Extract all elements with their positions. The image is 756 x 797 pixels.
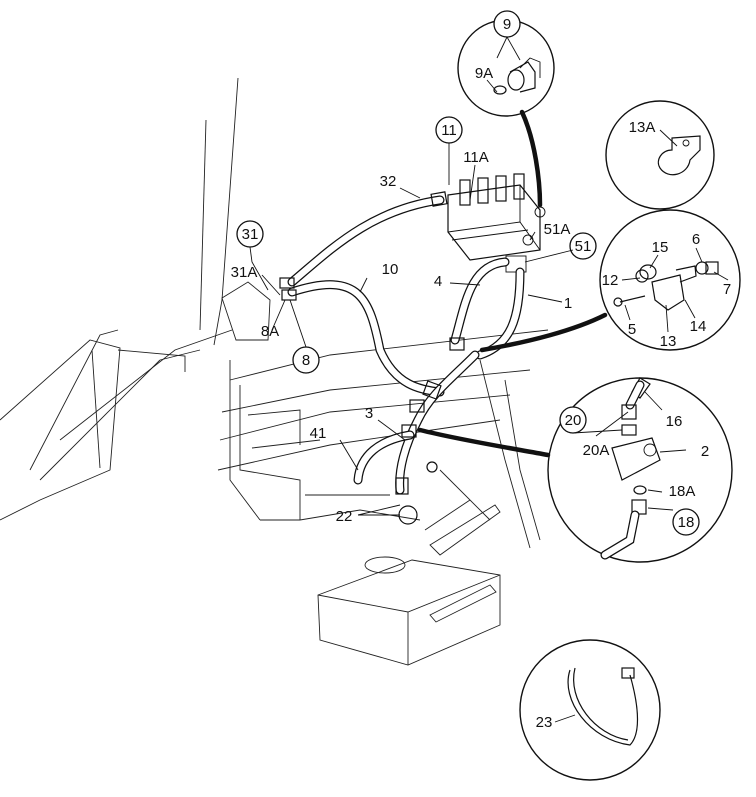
callout-20a: 20A — [583, 442, 610, 459]
callout-7: 7 — [723, 281, 731, 298]
machine-outline — [0, 77, 549, 666]
leader-lines — [417, 109, 608, 458]
hoses — [279, 191, 525, 525]
callout-labels: 9 9A 11 11A 13A 32 31 31A 51A 51 10 4 1 … — [231, 16, 732, 731]
callout-10: 10 — [382, 261, 399, 278]
callout-11: 11 — [441, 122, 457, 139]
callout-4: 4 — [434, 273, 442, 290]
callout-32: 32 — [380, 173, 397, 190]
detail-clamp-assembly — [599, 209, 741, 351]
callout-1: 1 — [564, 295, 572, 312]
callout-13a: 13A — [629, 119, 656, 136]
callout-15: 15 — [652, 239, 669, 256]
callout-leaders — [249, 36, 729, 723]
callout-18: 18 — [678, 514, 695, 531]
callout-8: 8 — [302, 352, 310, 369]
callout-11a: 11A — [463, 149, 489, 166]
detail-cable-tie — [519, 639, 661, 781]
callout-51: 51 — [575, 238, 592, 255]
callout-20: 20 — [565, 412, 582, 429]
callout-9a: 9A — [475, 65, 493, 82]
callout-31: 31 — [242, 226, 259, 243]
callout-9: 9 — [503, 16, 511, 33]
detail-tee-fitting — [547, 377, 733, 563]
callout-31a: 31A — [231, 264, 258, 281]
callout-13: 13 — [660, 333, 677, 350]
detail-clamp — [605, 100, 715, 210]
callout-12: 12 — [602, 272, 619, 289]
callout-5: 5 — [628, 321, 636, 338]
callout-51a: 51A — [544, 221, 571, 238]
callout-3: 3 — [365, 405, 373, 422]
callout-14: 14 — [690, 318, 707, 335]
circled-callouts — [236, 10, 700, 536]
callout-18a: 18A — [669, 483, 696, 500]
callout-8a: 8A — [261, 323, 279, 340]
control-valve — [447, 173, 546, 273]
callout-22: 22 — [336, 508, 353, 525]
detail-elbow-fitting — [457, 19, 555, 117]
callout-2: 2 — [701, 443, 709, 460]
callout-16: 16 — [666, 413, 683, 430]
callout-6: 6 — [692, 231, 700, 248]
callout-41: 41 — [310, 425, 327, 442]
callout-23: 23 — [536, 714, 553, 731]
